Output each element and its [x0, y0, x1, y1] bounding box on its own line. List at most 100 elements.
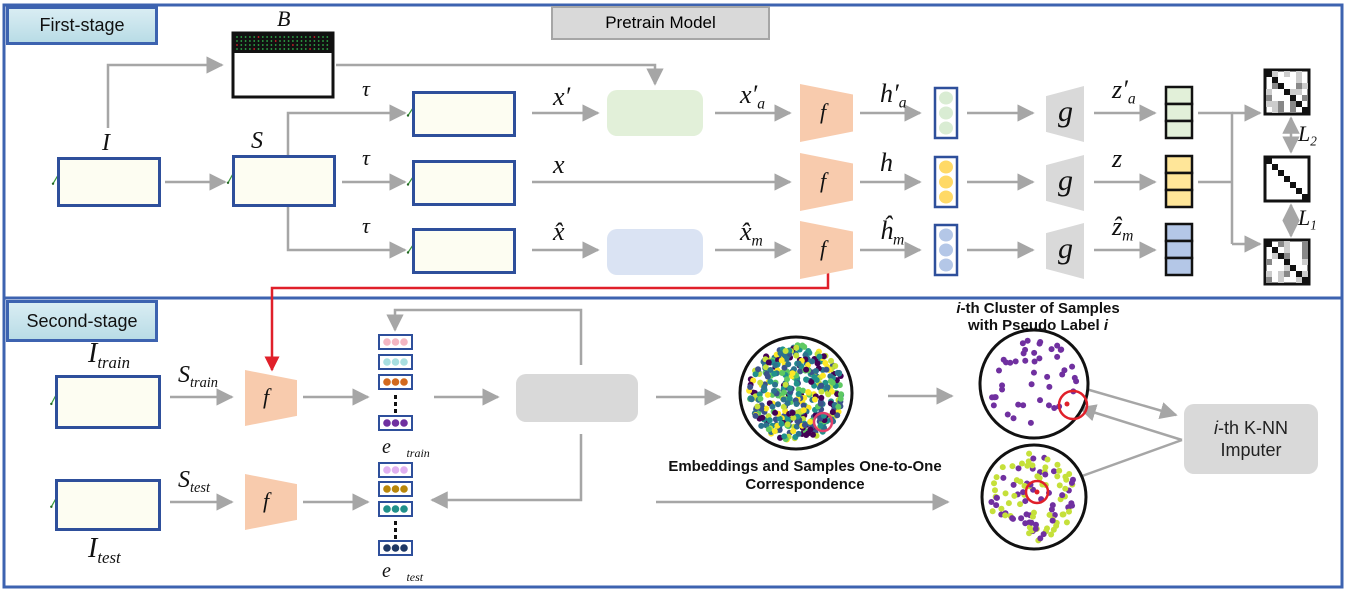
test-embedding-dot	[391, 505, 400, 513]
batch-joint-dot	[292, 44, 294, 46]
z-label-original-main: z	[1112, 144, 1123, 173]
projection-vector-original-cell	[1164, 188, 1194, 209]
sample-space-plot-point	[1000, 474, 1007, 481]
test-embedding-dot	[400, 544, 408, 552]
similarity-matrix-masked-cell	[1302, 253, 1308, 259]
encoder-f-label: f	[820, 168, 826, 194]
representation-vector-augmented-dot	[939, 121, 953, 135]
embedding-space-plot-point	[795, 360, 802, 367]
similarity-matrix-augmented-cell	[1272, 107, 1278, 113]
batch-joint-dot	[244, 44, 247, 46]
sample-space-plot-point	[1042, 464, 1049, 471]
test-seq-label: Stest	[178, 467, 210, 497]
embedding-space-plot-point	[795, 391, 802, 398]
embedding-space-plot-point	[778, 357, 785, 364]
batch-joint-dot	[279, 48, 281, 50]
test-embedding-dot	[383, 544, 391, 552]
embedding-space-plot-point	[776, 415, 783, 422]
sample-space-plot-point	[1026, 450, 1033, 457]
embedding-space-plot-point	[837, 391, 844, 398]
x-hat-label-main: x̂	[553, 217, 565, 246]
similarity-matrix-augmented-cell	[1296, 77, 1302, 83]
similarity-matrix-augmented-cell	[1278, 107, 1284, 113]
sample-space-plot-point	[1068, 479, 1075, 486]
batch-joint-dot	[296, 40, 299, 42]
similarity-matrix-masked-cell	[1278, 277, 1284, 283]
batch-joint-dot	[279, 44, 281, 46]
batch-joint-dot	[261, 36, 264, 38]
encoder-f-train-label: f	[263, 384, 269, 410]
ellipsis-dot	[394, 535, 397, 539]
embedding-space-plot-point	[757, 379, 764, 386]
arrow-imputer-to-cluster	[1078, 404, 1183, 442]
batch-joint-dot	[326, 48, 329, 50]
sample-space-plot-point	[1056, 467, 1063, 474]
e-test-label-main: e⃗	[382, 560, 407, 582]
test-embedding-dot	[391, 466, 400, 474]
embedding-space-plot-point	[832, 363, 839, 370]
arrow-z-merge	[1198, 111, 1234, 244]
cluster-sample-plot-point	[1030, 369, 1037, 376]
projector-g-augmented	[1046, 86, 1084, 142]
input-skeleton-I	[57, 157, 161, 207]
similarity-matrix-augmented-cell	[1266, 95, 1272, 101]
similarity-matrix-masked-cell	[1284, 253, 1290, 259]
similarity-matrix-augmented-cell	[1278, 101, 1284, 107]
batch-joint-dot	[253, 44, 256, 46]
x-prime-label: x′	[553, 82, 570, 112]
cluster-sample-plot-point	[1031, 349, 1038, 356]
sample-space-plot-point	[1018, 515, 1025, 522]
sample-space-plot-point	[1017, 501, 1024, 508]
embedding-space-plot-point	[793, 352, 800, 359]
batch-joint-dot	[292, 48, 294, 50]
embedding-space-plot-point	[772, 409, 779, 416]
batch-joint-dot	[261, 40, 264, 42]
embedding-space-plot-point	[752, 371, 759, 378]
sample-space-plot-point	[1060, 511, 1067, 518]
sample-space-plot-point	[1030, 486, 1037, 493]
arrow-S-to-view1	[286, 104, 407, 155]
ellipsis-dot	[394, 528, 397, 532]
embedding-space-plot-point	[818, 382, 825, 389]
similarity-matrix-augmented-cell	[1296, 71, 1302, 77]
batch-joint-dot	[309, 36, 311, 38]
similarity-matrix-masked-cell	[1302, 277, 1308, 283]
loss-L1-label-main: L	[1298, 205, 1311, 230]
batch-joint-dot	[317, 36, 320, 38]
train-seq-label: Strain	[178, 362, 218, 392]
sample-space-plot-point	[999, 464, 1006, 471]
z-label-augmented: z′a	[1112, 75, 1136, 108]
sample-space-plot-point	[1062, 485, 1069, 492]
embedding-space-plot-point	[782, 381, 789, 388]
embedding-space-plot-point	[820, 353, 827, 360]
encoder-f-masked	[800, 221, 853, 279]
batch-joint-dot	[309, 44, 311, 46]
batch-joint-dot	[274, 40, 277, 42]
sample-space-plot-point	[991, 487, 998, 494]
cluster-sample-plot-point	[1036, 355, 1043, 362]
embedding-space-plot-point	[812, 367, 819, 374]
h-label-augmented-sub: a	[898, 94, 907, 112]
identity-matrix-cell	[1284, 176, 1290, 182]
batch-joint-dot	[322, 48, 324, 50]
embedding-space-plot-point	[761, 384, 768, 391]
similarity-matrix-augmented-cell	[1302, 107, 1308, 113]
skeleton-joint	[50, 505, 53, 508]
embedding-space-plot-point	[771, 370, 778, 377]
embedding-space-plot-point	[780, 396, 787, 403]
batch-joint-dot	[287, 40, 290, 42]
train-embedding-dot	[391, 419, 400, 427]
embedding-space-plot-point	[813, 377, 820, 384]
embedding-space-plot-point	[818, 394, 825, 401]
embedding-space-plot-point	[834, 412, 841, 419]
arrow-cluster-to-imputer	[1085, 387, 1178, 420]
sample-space-plot-point	[1063, 519, 1070, 526]
encoder-f-label-main: f	[820, 99, 827, 124]
sample-space-plot-point	[1025, 458, 1032, 465]
h-label-original: h	[880, 148, 893, 178]
cluster-sample-plot-point	[1058, 346, 1065, 353]
h-label-augmented: h′a	[880, 79, 906, 112]
batch-joint-dot	[236, 44, 238, 46]
cluster-sample-plot-point	[1037, 338, 1044, 345]
